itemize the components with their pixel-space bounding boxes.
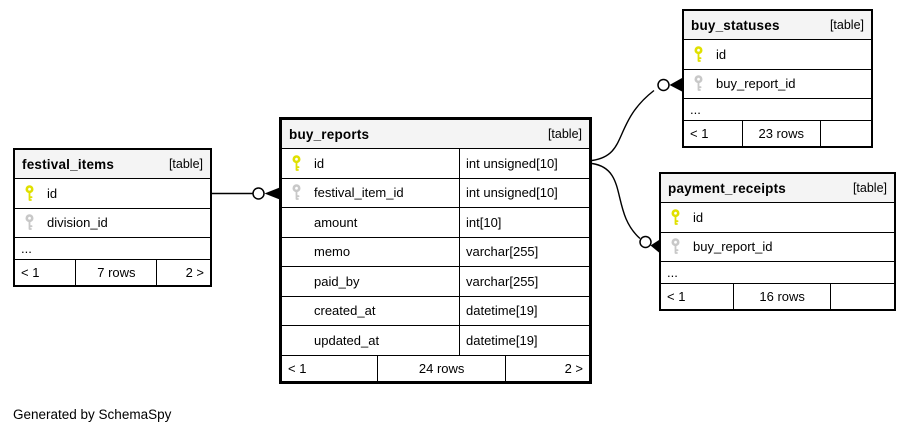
primary-key-icon [661,208,693,226]
table-buy-statuses: buy_statuses [table] id [682,9,873,148]
relationship-buy-reports-to-payment-receipts [591,162,659,253]
column-type: int unsigned[10] [459,149,589,178]
table-header: festival_items [table] [15,150,210,178]
column-name: amount [314,214,358,230]
pager-row-count: 7 rows [75,260,158,285]
table-name-link[interactable]: buy_reports [289,126,370,142]
column-name: updated_at [314,332,380,348]
column-type: datetime[19] [459,326,589,355]
pager-prev[interactable]: < 1 [667,289,686,304]
pager-prev[interactable]: < 1 [21,265,40,280]
column-row-buy-report-id: buy_report_id [661,231,894,261]
table-tag: [table] [829,18,864,32]
table-tag: [table] [547,127,582,141]
pager: < 1 16 rows [661,283,894,309]
table-name-link[interactable]: buy_statuses [691,17,780,33]
table-payment-receipts: payment_receipts [table] id [659,172,896,311]
column-name: buy_report_id [716,76,796,92]
pager-prev[interactable]: < 1 [690,126,709,141]
column-row-festival-item-id: festival_item_id int unsigned[10] [282,177,589,207]
columns-ellipsis: ... [15,237,210,259]
pager-next [821,121,871,146]
columns-ellipsis: ... [684,98,871,120]
column-name: created_at [314,303,376,319]
pager: < 1 24 rows 2 > [282,354,589,381]
table-header: buy_statuses [table] [684,11,871,39]
column-name: buy_report_id [693,239,773,255]
column-row-created-at: created_at datetime[19] [282,295,589,325]
pager-next[interactable]: 2 > [564,360,583,376]
column-name: memo [314,244,351,260]
pager-row-count: 16 rows [733,284,832,309]
pager-row-count: 23 rows [741,121,821,146]
table-name-link[interactable]: festival_items [22,156,115,172]
relationship-festival-items-to-buy-reports [212,187,281,200]
column-row-division-id: division_id [15,207,210,237]
table-header: buy_reports [table] [282,120,589,148]
column-name: id [47,185,58,201]
foreign-key-icon [684,75,716,92]
column-type: datetime[19] [459,296,589,325]
column-row-id: id [684,39,871,69]
column-row-memo: memo varchar[255] [282,236,589,266]
column-type: int[10] [459,208,589,237]
generated-by-note: Generated by SchemaSpy [13,407,172,422]
foreign-key-icon [661,238,693,255]
relationship-buy-reports-to-buy-statuses [591,78,682,162]
column-row-id: id [661,202,894,232]
pager: < 1 7 rows 2 > [15,259,210,285]
primary-key-icon [282,154,314,172]
column-name: id [716,46,727,62]
pager-next [831,284,894,309]
foreign-key-icon [282,184,314,201]
column-row-updated-at: updated_at datetime[19] [282,325,589,355]
column-row-id: id int unsigned[10] [282,148,589,178]
column-name: id [693,209,704,225]
foreign-key-icon [15,214,47,231]
column-name: festival_item_id [314,185,404,201]
column-row-paid-by: paid_by varchar[255] [282,266,589,296]
column-type: int unsigned[10] [459,178,589,207]
pager-prev[interactable]: < 1 [288,360,307,376]
column-type: varchar[255] [459,267,589,296]
table-buy-reports: buy_reports [table] id int unsigned[10] [279,117,592,384]
primary-key-icon [684,45,716,63]
table-name-link[interactable]: payment_receipts [668,180,787,196]
table-festival-items: festival_items [table] id [13,148,212,287]
column-row-buy-report-id: buy_report_id [684,68,871,98]
table-header: payment_receipts [table] [661,174,894,202]
column-name: id [314,155,325,171]
column-row-amount: amount int[10] [282,207,589,237]
columns-ellipsis: ... [661,261,894,283]
table-tag: [table] [168,157,203,171]
column-name: division_id [47,215,108,231]
primary-key-icon [15,184,47,202]
pager-next[interactable]: 2 > [185,265,204,280]
column-row-id: id [15,178,210,208]
column-type: varchar[255] [459,237,589,266]
column-name: paid_by [314,273,360,289]
pager-row-count: 24 rows [377,355,507,381]
table-tag: [table] [852,181,887,195]
pager: < 1 23 rows [684,120,871,146]
